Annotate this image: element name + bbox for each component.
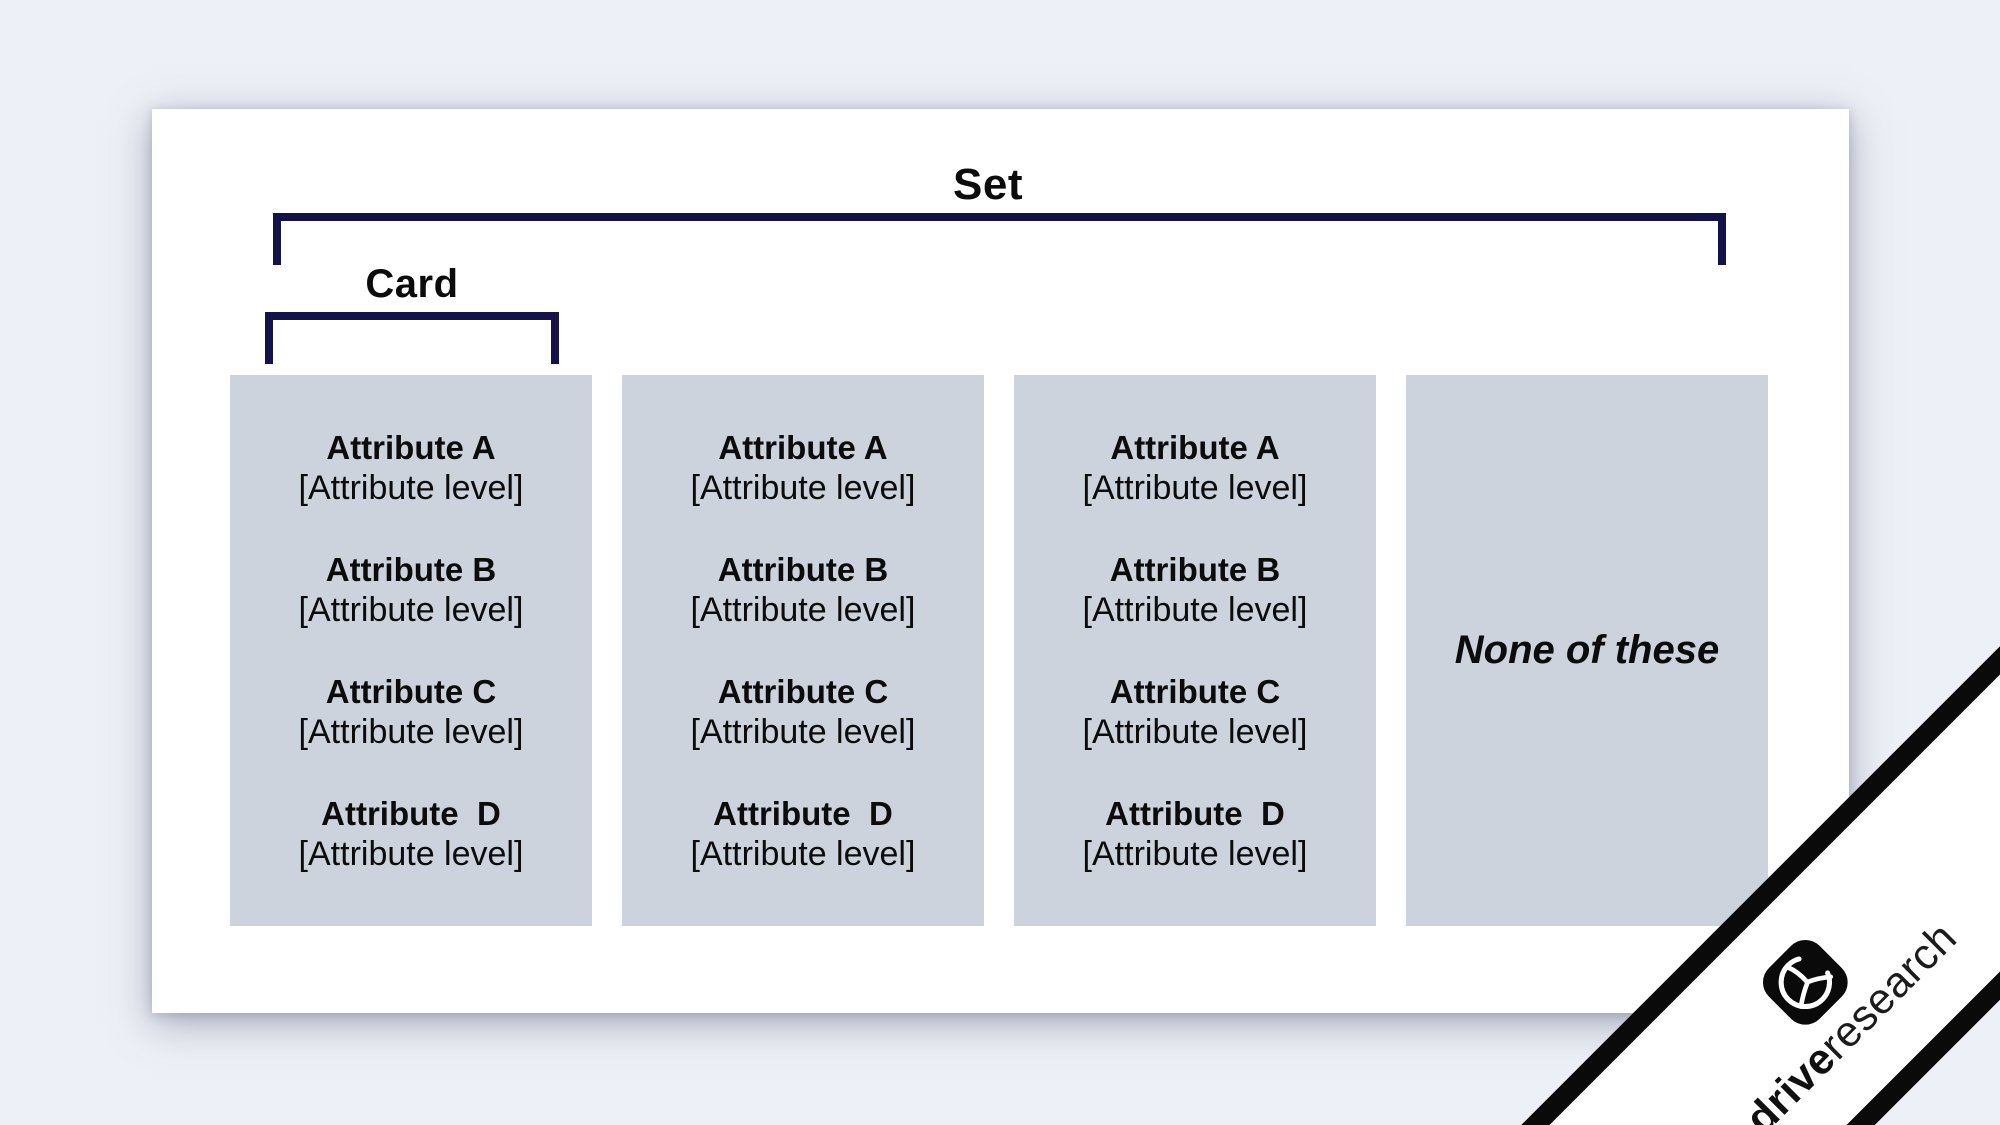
none-of-these-card: None of these: [1406, 375, 1768, 926]
attribute-name: Attribute A: [1110, 428, 1280, 466]
choice-cards-row: Attribute A [Attribute level] Attribute …: [230, 375, 1768, 926]
attribute-group: Attribute B [Attribute level]: [691, 550, 916, 630]
choice-card-1: Attribute A [Attribute level] Attribute …: [230, 375, 592, 926]
attribute-group: Attribute C [Attribute level]: [1083, 672, 1308, 752]
attribute-level: [Attribute level]: [298, 590, 524, 629]
attribute-name: Attribute C: [717, 672, 889, 710]
card-bracket: [265, 312, 559, 364]
attribute-name: Attribute D: [1105, 794, 1285, 832]
attribute-name: Attribute D: [713, 794, 893, 832]
brand-ribbon: driveresearch: [1416, 593, 2000, 1125]
attribute-level: [Attribute level]: [690, 712, 916, 751]
attribute-level: [Attribute level]: [1082, 590, 1308, 629]
card-label: Card: [365, 262, 459, 306]
attribute-group: Attribute D [Attribute level]: [299, 794, 524, 874]
attribute-name: Attribute A: [326, 428, 496, 466]
attribute-level: [Attribute level]: [298, 468, 524, 507]
attribute-group: Attribute C [Attribute level]: [299, 672, 524, 752]
attribute-group: Attribute D [Attribute level]: [691, 794, 916, 874]
attribute-name: Attribute C: [1109, 672, 1281, 710]
attribute-level: [Attribute level]: [1082, 712, 1308, 751]
attribute-level: [Attribute level]: [298, 712, 524, 751]
attribute-level: [Attribute level]: [1082, 468, 1308, 507]
attribute-level: [Attribute level]: [690, 468, 916, 507]
attribute-group: Attribute C [Attribute level]: [691, 672, 916, 752]
attribute-name: Attribute B: [325, 550, 497, 588]
attribute-group: Attribute A [Attribute level]: [1083, 428, 1308, 508]
attribute-group: Attribute A [Attribute level]: [299, 428, 524, 508]
none-of-these-label: None of these: [1454, 628, 1720, 672]
set-bracket: [273, 213, 1726, 265]
attribute-level: [Attribute level]: [298, 834, 524, 873]
attribute-name: Attribute C: [325, 672, 497, 710]
attribute-name: Attribute A: [718, 428, 888, 466]
attribute-name: Attribute B: [1109, 550, 1281, 588]
attribute-level: [Attribute level]: [690, 590, 916, 629]
attribute-level: [Attribute level]: [1082, 834, 1308, 873]
choice-card-2: Attribute A [Attribute level] Attribute …: [622, 375, 984, 926]
attribute-group: Attribute A [Attribute level]: [691, 428, 916, 508]
attribute-group: Attribute B [Attribute level]: [1083, 550, 1308, 630]
set-label: Set: [953, 160, 1023, 209]
brand-wordmark: driveresearch: [1736, 913, 1966, 1125]
attribute-group: Attribute B [Attribute level]: [299, 550, 524, 630]
attribute-group: Attribute D [Attribute level]: [1083, 794, 1308, 874]
attribute-level: [Attribute level]: [690, 834, 916, 873]
attribute-name: Attribute B: [717, 550, 889, 588]
attribute-name: Attribute D: [321, 794, 501, 832]
choice-card-3: Attribute A [Attribute level] Attribute …: [1014, 375, 1376, 926]
drive-research-logo-icon: [1762, 939, 1848, 1025]
